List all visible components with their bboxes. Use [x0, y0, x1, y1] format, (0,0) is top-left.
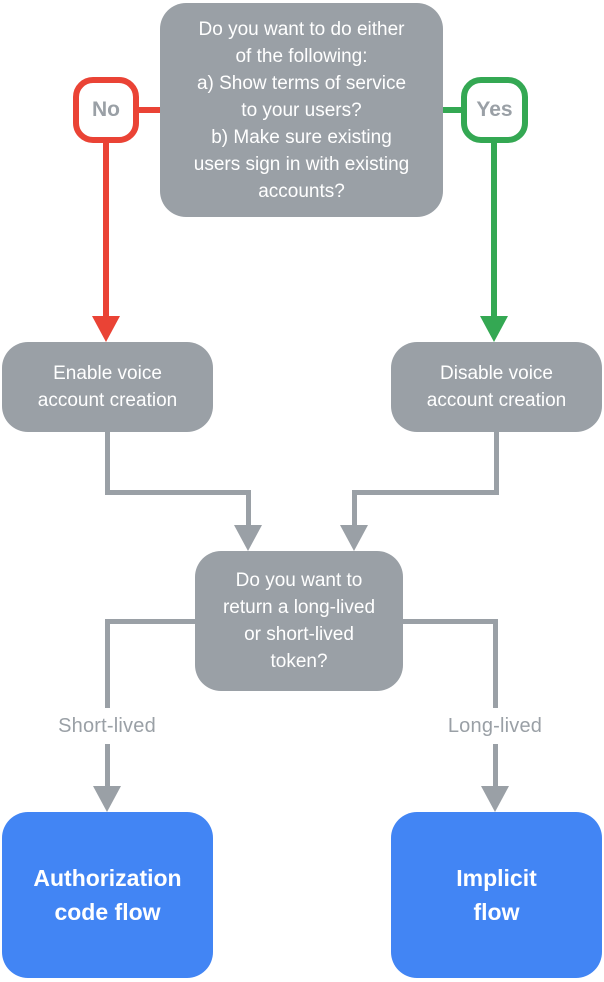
node-text-line: flow: [473, 899, 520, 925]
connector-enable-drop-line: [246, 490, 251, 528]
connector-shortlived-vertical-line: [105, 619, 110, 787]
connector-disable-drop-line: [352, 490, 357, 528]
arrowhead-no-down-icon: [92, 316, 120, 342]
edge-label-yes-text: Yes: [476, 98, 513, 121]
connector-yes-horizontal-line: [443, 107, 462, 113]
node-enable-voice-account-creation: Enable voice account creation: [2, 342, 213, 432]
node-text-line: b) Make sure existing: [211, 126, 392, 148]
node-text-line: token?: [270, 651, 328, 672]
node-text-line: Implicit: [456, 865, 537, 891]
connector-shortlived-horizontal-line: [105, 619, 195, 624]
arrowhead-disable-to-question-icon: [340, 525, 368, 551]
node-text-line: account creation: [37, 390, 178, 411]
edge-label-long-lived-text: Long-lived: [447, 714, 543, 737]
node-text-line: or short-lived: [244, 624, 354, 645]
connector-longlived-vertical-line: [493, 619, 498, 787]
node-text-line: Disable voice: [440, 363, 553, 384]
arrowhead-shortlived-down-icon: [93, 786, 121, 812]
node-text-line: Do you want to do either: [198, 18, 405, 40]
edge-label-no: No: [73, 77, 139, 143]
node-implicit-flow: Implicit flow: [391, 812, 602, 978]
arrowhead-longlived-down-icon: [481, 786, 509, 812]
node-text-line: Authorization: [33, 865, 182, 891]
edge-label-short-lived-text: Short-lived: [58, 714, 156, 737]
connector-longlived-horizontal-line: [403, 619, 496, 624]
arrowhead-enable-to-question-icon: [234, 525, 262, 551]
node-text-line: a) Show terms of service: [196, 72, 407, 94]
connector-yes-vertical-line: [491, 142, 497, 316]
connector-no-vertical-line: [103, 142, 109, 316]
edge-label-short-lived: Short-lived: [22, 708, 192, 744]
node-text-line: account creation: [426, 390, 567, 411]
arrowhead-yes-down-icon: [480, 316, 508, 342]
node-text-line: code flow: [54, 899, 161, 925]
edge-label-yes: Yes: [461, 77, 528, 143]
edge-label-long-lived: Long-lived: [410, 708, 580, 744]
connector-enable-down-line: [105, 432, 110, 492]
node-disable-voice-account-creation: Disable voice account creation: [391, 342, 602, 432]
node-authorization-code-flow: Authorization code flow: [2, 812, 213, 978]
node-text-line: Do you want to: [235, 570, 363, 591]
node-question-terms-of-service: Do you want to do either of the followin…: [160, 3, 443, 217]
connector-enable-horizontal-line: [105, 490, 251, 495]
node-text-line: Enable voice: [53, 363, 162, 384]
node-question-token-lifetime: Do you want to return a long-lived or sh…: [195, 551, 403, 691]
node-text-line: of the following:: [235, 45, 368, 67]
edge-label-no-text: No: [92, 98, 120, 121]
node-text-line: accounts?: [258, 180, 345, 202]
node-text-line: users sign in with existing: [193, 153, 410, 175]
node-text-line: to your users?: [241, 99, 362, 121]
connector-no-horizontal-line: [138, 107, 160, 113]
node-text-line: return a long-lived: [222, 597, 376, 618]
connector-disable-down-line: [494, 432, 499, 492]
connector-disable-horizontal-line: [352, 490, 499, 495]
